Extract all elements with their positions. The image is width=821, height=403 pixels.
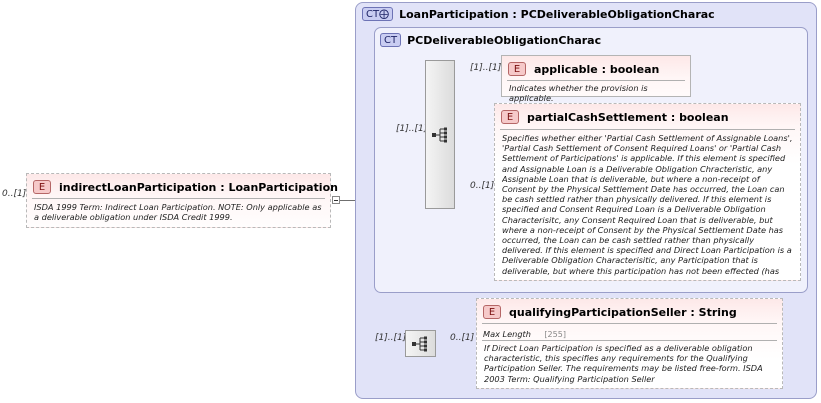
element-name: applicable (534, 62, 598, 76)
element-applicable[interactable]: E applicable : boolean Indicates whether… (501, 55, 691, 103)
element-divider (482, 323, 777, 324)
sequence-icon (432, 127, 447, 143)
element-doc: Specifies whether either 'Partial Cash S… (502, 133, 793, 276)
complex-type-badge: CT (380, 33, 402, 47)
element-doc: If Direct Loan Participation is specifie… (484, 343, 763, 384)
element-type: String (698, 305, 737, 319)
element-doc: Indicates whether the provision is appli… (509, 83, 648, 104)
element-indirectLoanParticipation[interactable]: E indirectLoanParticipation : LoanPartic… (26, 173, 338, 228)
inner-type-header: CT PCDeliverableObligationCharac (380, 33, 601, 47)
element-name: partialCashSettlement (527, 110, 667, 124)
element-divider (32, 198, 325, 199)
element-divider (482, 340, 777, 341)
element-badge: E (501, 110, 519, 124)
inner-type-name: PCDeliverableObligationCharac (407, 33, 602, 47)
element-title: indirectLoanParticipation : LoanParticip… (59, 180, 338, 194)
element-badge: E (483, 305, 501, 319)
facet-key: Max Length (483, 329, 531, 339)
element-name: qualifyingParticipationSeller (509, 305, 687, 319)
outer-sequence-occurrence: [1]..[1] (375, 333, 407, 343)
element-doc: ISDA 1999 Term: Indirect Loan Participat… (34, 202, 322, 223)
element-type: boolean (609, 62, 660, 76)
element-badge: E (508, 62, 526, 76)
connector-root-to-outer (332, 200, 356, 201)
outer-type-name: LoanParticipation (399, 7, 509, 21)
element-name: indirectLoanParticipation (59, 180, 217, 194)
element-type: boolean (679, 110, 729, 124)
facet-row: Max Length [255] (483, 327, 566, 340)
element-divider (507, 80, 685, 81)
outer-sequence-compositor[interactable] (405, 330, 436, 357)
element-badge: E (33, 180, 51, 194)
facet-value: [255] (544, 330, 566, 339)
element-partialCashSettlement[interactable]: E partialCashSettlement : boolean Specif… (494, 103, 801, 281)
minus-icon (334, 200, 338, 201)
element-qualifyingParticipationSeller[interactable]: E qualifyingParticipationSeller : String… (476, 298, 783, 389)
sequence-icon (412, 336, 427, 352)
outer-type-header: CT⨁ LoanParticipation : PCDeliverableObl… (362, 7, 715, 21)
element-type: LoanParticipation (228, 180, 338, 194)
qualifying-occurrence: 0..[1] (450, 333, 475, 343)
extension-icon: ⨁ (379, 9, 390, 20)
inner-sequence-compositor[interactable] (425, 60, 455, 209)
applicable-occurrence: [1]..[1] (470, 63, 502, 73)
complex-type-badge: CT⨁ (362, 7, 394, 21)
root-occurrence: 0..[1] (2, 189, 27, 199)
inner-sequence-occurrence: [1]..[1] (396, 124, 428, 134)
partial-occurrence: 0..[1] (470, 181, 495, 191)
collapse-toggle[interactable] (332, 196, 340, 204)
element-divider (500, 129, 795, 130)
outer-type-base: PCDeliverableObligationCharac (520, 7, 715, 21)
